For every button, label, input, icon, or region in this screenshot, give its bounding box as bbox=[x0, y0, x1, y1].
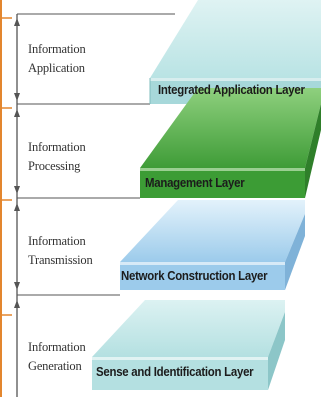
stage-label-line1: Information bbox=[28, 234, 86, 248]
stage-label-line2: Processing bbox=[28, 159, 81, 173]
layer-name-management: Management Layer bbox=[145, 175, 245, 190]
stage-label-line2: Transmission bbox=[28, 253, 93, 267]
layer-slab-network-construction bbox=[120, 200, 305, 290]
stage-label-generation: Information Generation bbox=[28, 338, 123, 376]
arrow-up-icon bbox=[14, 300, 20, 308]
layer-name-integrated-application: Integrated Application Layer bbox=[158, 82, 305, 97]
arrow-down-icon bbox=[14, 186, 20, 194]
stage-label-line1: Information bbox=[28, 140, 86, 154]
arrow-up-icon bbox=[14, 203, 20, 211]
layer-slab-management bbox=[140, 88, 321, 198]
layer-slab-sense-identification bbox=[92, 300, 285, 390]
stage-label-line2: Application bbox=[28, 61, 85, 75]
stage-label-processing: Information Processing bbox=[28, 138, 123, 176]
layer-name-network-construction: Network Construction Layer bbox=[121, 268, 268, 283]
layer-name-sense-identification: Sense and Identification Layer bbox=[96, 364, 254, 379]
stage-label-transmission: Information Transmission bbox=[28, 232, 123, 270]
stage-label-application: Information Application bbox=[28, 40, 123, 78]
arrow-up-icon bbox=[14, 18, 20, 26]
stage-label-line1: Information bbox=[28, 42, 86, 56]
stage-label-line1: Information bbox=[28, 340, 86, 354]
arrow-down-icon bbox=[14, 93, 20, 101]
stage-label-line2: Generation bbox=[28, 359, 82, 373]
arrow-down-icon bbox=[14, 282, 20, 290]
arrow-up-icon bbox=[14, 109, 20, 117]
